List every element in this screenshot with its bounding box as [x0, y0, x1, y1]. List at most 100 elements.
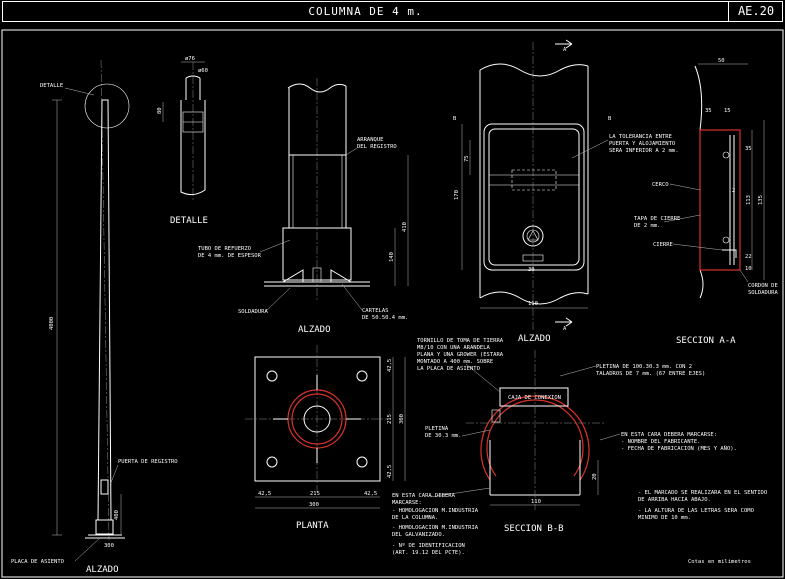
label-cara2-4: DE LA COLUMNA.	[392, 515, 438, 521]
dim-135: 135	[758, 195, 764, 205]
title-block: COLUMNA DE 4 m. AE.20	[2, 1, 783, 22]
dim-110b: 110	[531, 499, 541, 505]
base-elevation: 410 140 ARRANQUE DEL REGISTRO TUBO DE RE…	[198, 78, 408, 335]
dim-p215h: 215	[310, 491, 320, 497]
view-title-alzado-general: ALZADO	[86, 565, 119, 575]
label-cartelas-1: CARTELAS	[362, 308, 389, 314]
label-cara1-1: EN ESTA CARA DEBERA MARCARSE:	[621, 432, 717, 438]
label-arranque-1: ARRANQUE	[357, 137, 384, 143]
dim-113: 113	[746, 195, 752, 205]
dim-p215: 215	[387, 414, 393, 424]
dim-30: 30	[528, 267, 535, 273]
view-title-seccion-aa: SECCION A-A	[676, 336, 736, 346]
label-tornillo-3: PLANA Y UNA GROWER (ESTARA	[417, 352, 504, 358]
dim-300: 300	[104, 543, 114, 549]
dim-50: 50	[718, 58, 725, 64]
dim-p300h: 300	[309, 502, 319, 508]
label-cerco: CERCO	[652, 182, 669, 188]
dim-22: 22	[745, 254, 752, 260]
view-title-detalle: DETALLE	[170, 216, 208, 226]
label-tapa-1: TAPA DE CIERRE	[634, 216, 680, 222]
label-placa-asiento: PLACA DE ASIENTO	[11, 559, 64, 565]
label-cara2-6: DEL GALVANIZADO.	[392, 532, 445, 538]
connection-box	[499, 387, 569, 407]
label-tapa-2: DE 2 mm.	[634, 223, 661, 229]
view-title-alzado-registro: ALZADO	[518, 334, 551, 344]
section-a-top: A	[563, 47, 567, 53]
dim-140: 140	[389, 252, 395, 262]
section-a-bottom: A	[563, 326, 567, 332]
view-title-alzado-base: ALZADO	[298, 325, 331, 335]
label-arranque-2: DEL REGISTRO	[357, 144, 397, 150]
dim-2: 2	[732, 188, 735, 194]
dim-p300: 300	[399, 414, 405, 424]
label-tornillo-1: TORNILLO DE TOMA DE TIERRA	[417, 338, 504, 344]
label-cara2-7: - Nº DE IDENTIFICACION	[392, 542, 465, 549]
label-pletina2-1: PLETINA	[425, 426, 449, 432]
dim-p425c: 42,5	[258, 491, 271, 497]
dim-400: 400	[114, 510, 120, 520]
label-tolerancia-1: LA TOLERANCIA ENTRE	[609, 134, 672, 140]
section-bb: CAJA DE CONEXION 110 20 TORNILLO DE TOMA…	[392, 338, 737, 556]
label-cara1-3: - FECHA DE FABRICACION (MES Y AÑO).	[621, 445, 737, 452]
door-elevation: A A B B 170 75 30 110 LA TOLERANCIA ENTR…	[453, 39, 679, 344]
label-cara2-3: - HOMOLOGACION M.INDUSTRIA	[392, 508, 479, 514]
label-tolerancia-3: SERA INFERIOR A 2 mm.	[609, 148, 679, 154]
label-tubo-1: TUBO DE REFUERZO	[198, 246, 251, 252]
label-caja-conexion: CAJA DE CONEXION	[508, 395, 561, 401]
drawing-title: COLUMNA DE 4 m.	[308, 5, 423, 18]
label-pletina2-2: DE 30.3 mm.	[425, 433, 461, 439]
base-plan: 42,5 215 42,5 300 42,5 215 42,5 300 PLAN…	[245, 345, 406, 531]
dim-10: 10	[745, 266, 752, 272]
label-puerta-registro: PUERTA DE REGISTRO	[118, 459, 178, 465]
label-tornillo-2: M8/10 CON UNA ARANDELA	[417, 345, 491, 351]
dim-p425b: 42,5	[387, 465, 393, 478]
view-title-planta: PLANTA	[296, 521, 329, 531]
dim-170: 170	[454, 190, 460, 200]
label-cara2-5: - HOMOLOGACION M.INDUSTRIA	[392, 525, 479, 531]
label-cara2-2: MARCARSE:	[392, 500, 422, 506]
label-detalle: DETALLE	[40, 83, 63, 89]
dim-15: 15	[724, 108, 731, 114]
dim-75: 75	[464, 155, 470, 162]
drawing-code: AE.20	[728, 2, 783, 21]
label-pletina1-2: TALADROS DE 7 mm. (67 ENTRE EJES)	[596, 371, 705, 377]
label-tubo-2: DE 4 mm. DE ESPESOR	[198, 253, 262, 259]
note-cotas: Cotas en milimetros	[688, 559, 751, 565]
label-cara1-2: - NOMBRE DEL FABRICANTE.	[621, 439, 700, 445]
note-marcado-4: MINIMO DE 10 mm.	[638, 515, 691, 521]
label-cara2-8: (ART. 19.12 DEL PCTE).	[392, 550, 465, 556]
dim-110: 110	[528, 301, 538, 307]
marking-notes: - EL MARCADO SE REALIZARA EN EL SENTIDO …	[638, 490, 767, 565]
dim-p425d: 42,5	[364, 491, 377, 497]
dim-d80: 80	[157, 107, 163, 114]
top-detail: ø76 ø60 80 DETALLE	[157, 56, 208, 226]
dim-p425a: 42,5	[387, 359, 393, 372]
dim-410: 410	[402, 222, 408, 232]
dim-d60: ø60	[198, 68, 208, 74]
note-marcado-3: - LA ALTURA DE LAS LETRAS SERA COMO	[638, 508, 754, 514]
dim-d76: ø76	[185, 56, 195, 62]
label-cartelas-2: DE 50.50.4 mm.	[362, 315, 408, 321]
label-cierre: CIERRE	[653, 242, 673, 248]
label-pletina1-1: PLETINA DE 100.30.3 mm. CON 2	[596, 364, 692, 370]
label-cordon-1: CORDON DE	[748, 283, 778, 289]
label-cordon-2: SOLDADURA	[748, 290, 778, 296]
label-tornillo-4: MONTADO A 400 mm. SOBRE	[417, 359, 493, 365]
label-tornillo-5: LA PLACA DE ASIENTO	[417, 366, 480, 372]
dim-20: 20	[592, 473, 598, 480]
detail-circle	[84, 83, 130, 129]
label-soldadura: SOLDADURA	[238, 309, 268, 315]
note-marcado-2: DE ARRIBA HACIA ABAJO.	[638, 497, 711, 503]
sheet-frame	[1, 29, 784, 578]
dim-35: 35	[705, 108, 712, 114]
dim-35b: 35	[745, 146, 752, 152]
dim-height: 4000	[49, 317, 55, 330]
label-cara2-1: EN ESTA CARA DEBERA	[392, 493, 456, 499]
view-title-seccion-bb: SECCION B-B	[504, 524, 564, 534]
section-aa: 50 35 15 35 2 113 135 22 10 CERCO TAPA D…	[634, 58, 778, 346]
label-tolerancia-2: PUERTA Y ALOJAMIENTO	[609, 141, 675, 147]
pole-elevation: 4000 400 300 DETALLE PUERTA DE REGISTRO …	[11, 59, 178, 575]
